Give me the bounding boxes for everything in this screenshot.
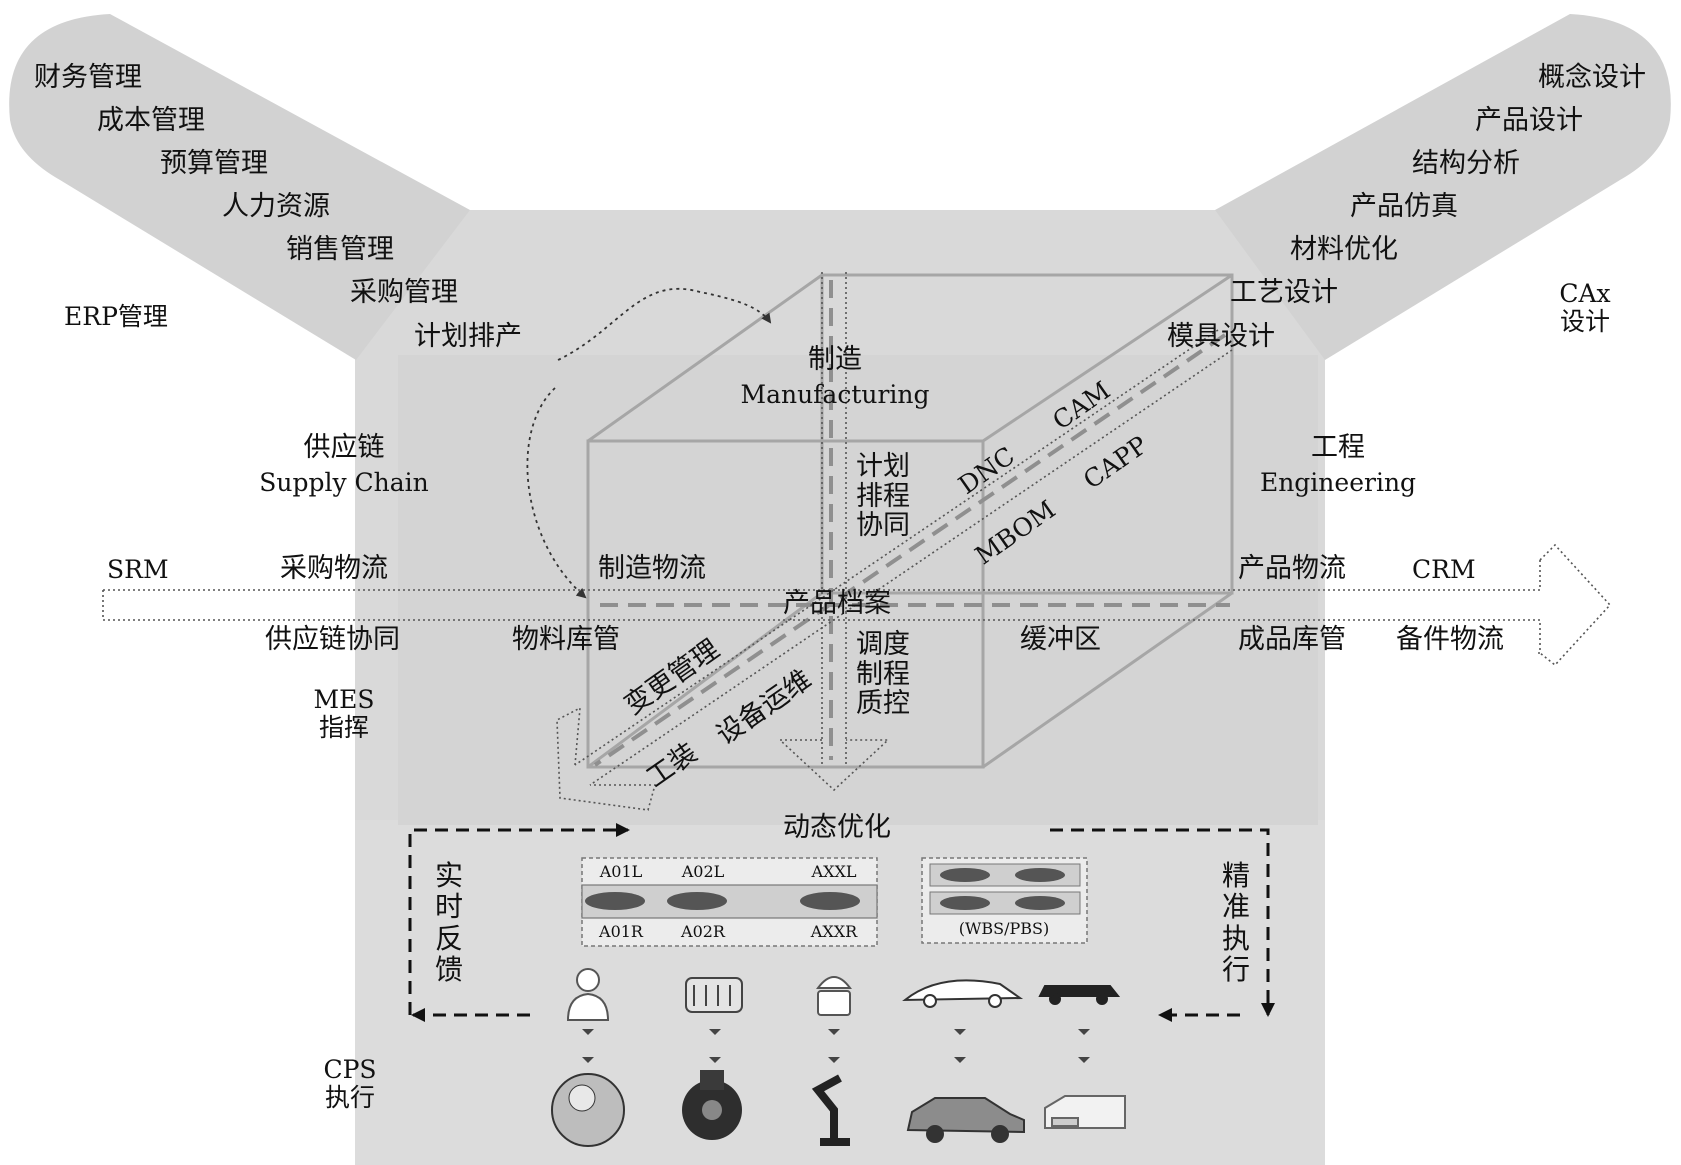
- cax-item: 结构分析: [1412, 148, 1520, 179]
- erp-item: 财务管理: [34, 62, 142, 93]
- equipment-icons: [551, 1070, 1126, 1147]
- engineering-label: 工程: [1311, 432, 1365, 463]
- erp-item: 计划排产: [414, 321, 522, 352]
- erp-item: 人力资源: [222, 191, 330, 222]
- motor-icon: [682, 1070, 742, 1140]
- cube-edge-bl: [587, 591, 823, 769]
- station-top-label: A01L: [599, 862, 643, 881]
- dynamic-optimization-label: 动态优化: [783, 812, 891, 843]
- horizontal-tube-arrow: [1539, 543, 1612, 667]
- diagonal-tube-arrow: [556, 706, 657, 811]
- industrial-robot-icon: [811, 1074, 850, 1146]
- precise-execution-label: 精准执行: [1221, 859, 1250, 987]
- station-top-label: AXXL: [811, 862, 857, 881]
- agv-icon: [1044, 1095, 1126, 1129]
- android-robot-icon: [816, 976, 852, 1016]
- erp-item: 预算管理: [160, 148, 268, 179]
- mes-label: MES 指挥: [313, 685, 375, 742]
- engineering-label-en: Engineering: [1259, 468, 1417, 497]
- diagonal-axis: [593, 333, 1227, 767]
- cax-label: CAx 设计: [1559, 279, 1611, 336]
- planning-to-manufacturing-arrow: [557, 287, 772, 361]
- background-bands: [9, 14, 1671, 1165]
- planning-to-material-arrow: [526, 387, 587, 599]
- dotted-tubes: [102, 272, 1612, 811]
- feedback-loop: [408, 823, 1275, 1022]
- diagonal-tube: [574, 329, 1233, 786]
- cps-label: CPS 执行: [323, 1055, 377, 1112]
- plan-label: 计划 排程 协同: [856, 451, 910, 542]
- finished-goods-label: 成品库管: [1238, 624, 1346, 655]
- erp-label: ERP管理: [64, 302, 168, 331]
- erp-item: 成本管理: [97, 105, 205, 136]
- purchase-logistics-label: 采购物流: [280, 553, 388, 584]
- product-logistics-label: 产品物流: [1238, 553, 1346, 584]
- material-label: 物料库管: [512, 624, 620, 655]
- erp-item: 采购管理: [350, 277, 458, 308]
- vertical-tube: [821, 272, 847, 765]
- product-archive-label: 产品档案: [783, 588, 891, 619]
- manufacturing-label: 制造: [808, 344, 862, 375]
- sports-car-icon: [902, 979, 1024, 1008]
- station-bottom-label: A02R: [681, 922, 725, 941]
- wireless-signals: [582, 1029, 1090, 1063]
- cube-axes: [593, 280, 1230, 767]
- station-bottom-label: A01R: [599, 922, 643, 941]
- planning-arrows: [526, 287, 772, 599]
- convertible-car-icon: [1038, 985, 1121, 1005]
- srm-label: SRM: [107, 555, 169, 584]
- cax-item: 产品设计: [1475, 105, 1583, 136]
- worker-icon: [566, 968, 610, 1021]
- supply-chain-label: 供应链: [303, 432, 385, 463]
- cube-edge-tr: [982, 273, 1233, 443]
- horizontal-tube: [103, 559, 1541, 654]
- wbs-cars: [940, 868, 1065, 910]
- sc-collab-label: 供应链协同: [265, 624, 400, 655]
- engineer-icon: [551, 1073, 625, 1147]
- cax-item: 模具设计: [1167, 321, 1275, 352]
- crm-label: CRM: [1412, 555, 1476, 584]
- loop-top-right: [1050, 828, 1275, 1017]
- station-top-label: A02L: [681, 862, 725, 881]
- cube-edge-tl: [587, 273, 823, 443]
- cax-item: 工艺设计: [1230, 277, 1338, 308]
- dispatch-label: 调度 制程 质控: [856, 629, 910, 720]
- supply-chain-label-en: Supply Chain: [259, 468, 429, 497]
- buffer-label: 缓冲区: [1020, 624, 1101, 655]
- cube-front-face: [586, 439, 985, 769]
- erp-item: 销售管理: [286, 234, 394, 265]
- realtime-feedback-label: 实时反馈: [434, 859, 463, 987]
- vertical-tube-arrow: [777, 739, 891, 792]
- manufacturing-label-en: Manufacturing: [740, 380, 930, 409]
- station-cars: [585, 892, 860, 910]
- sedan-icon: [906, 1097, 1025, 1143]
- erp-band: [9, 14, 471, 360]
- station-bottom-label: AXXR: [810, 922, 858, 941]
- mfg-logistics-label: 制造物流: [598, 553, 706, 584]
- cax-item: 概念设计: [1538, 62, 1646, 93]
- station-blocks: [581, 857, 1088, 947]
- engine-icon: [685, 977, 743, 1013]
- device-icons: [566, 968, 1121, 1021]
- cax-band: [1215, 14, 1671, 360]
- cax-item: 产品仿真: [1350, 191, 1458, 222]
- wbs-label: (WBS/PBS): [958, 919, 1050, 938]
- cube-edge-br: [982, 591, 1233, 769]
- spare-parts-label: 备件物流: [1396, 624, 1504, 655]
- cax-item: 材料优化: [1290, 234, 1398, 265]
